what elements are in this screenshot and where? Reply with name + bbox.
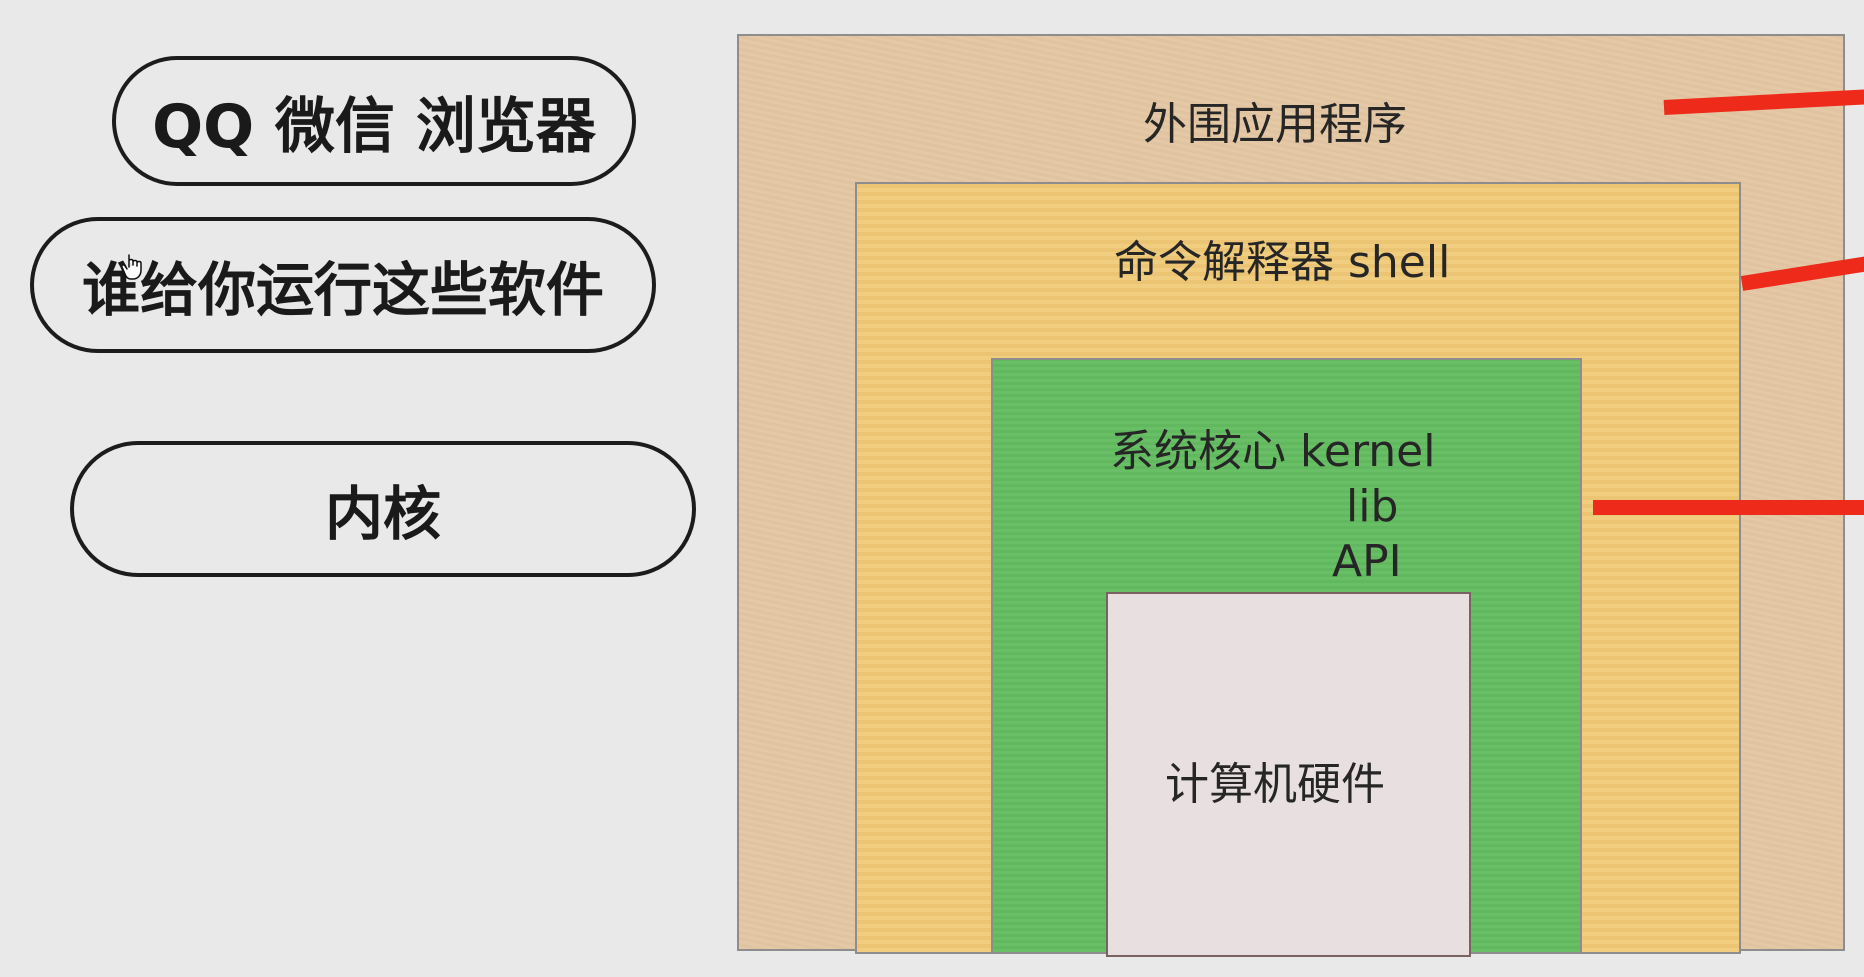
apps-pill-label: QQ 微信 浏览器: [152, 91, 596, 162]
kernel-pill: 内核: [70, 441, 696, 577]
apps-pill: QQ 微信 浏览器: [112, 56, 636, 186]
hardware-layer: [1106, 592, 1471, 957]
hand-cursor-icon: [122, 254, 142, 280]
lib-label: lib: [1346, 481, 1399, 532]
outer-apps-label: 外围应用程序: [1143, 99, 1407, 150]
api-label: API: [1332, 536, 1402, 587]
hardware-label: 计算机硬件: [1165, 759, 1385, 810]
kernel-label: 系统核心 kernel: [1110, 426, 1436, 477]
question-pill-label: 谁给你运行这些软件: [81, 256, 604, 324]
shell-label: 命令解释器 shell: [1114, 237, 1451, 288]
question-pill: 谁给你运行这些软件: [30, 217, 656, 353]
kernel-pointer-line: [1593, 500, 1864, 515]
kernel-pill-label: 内核: [324, 480, 441, 548]
